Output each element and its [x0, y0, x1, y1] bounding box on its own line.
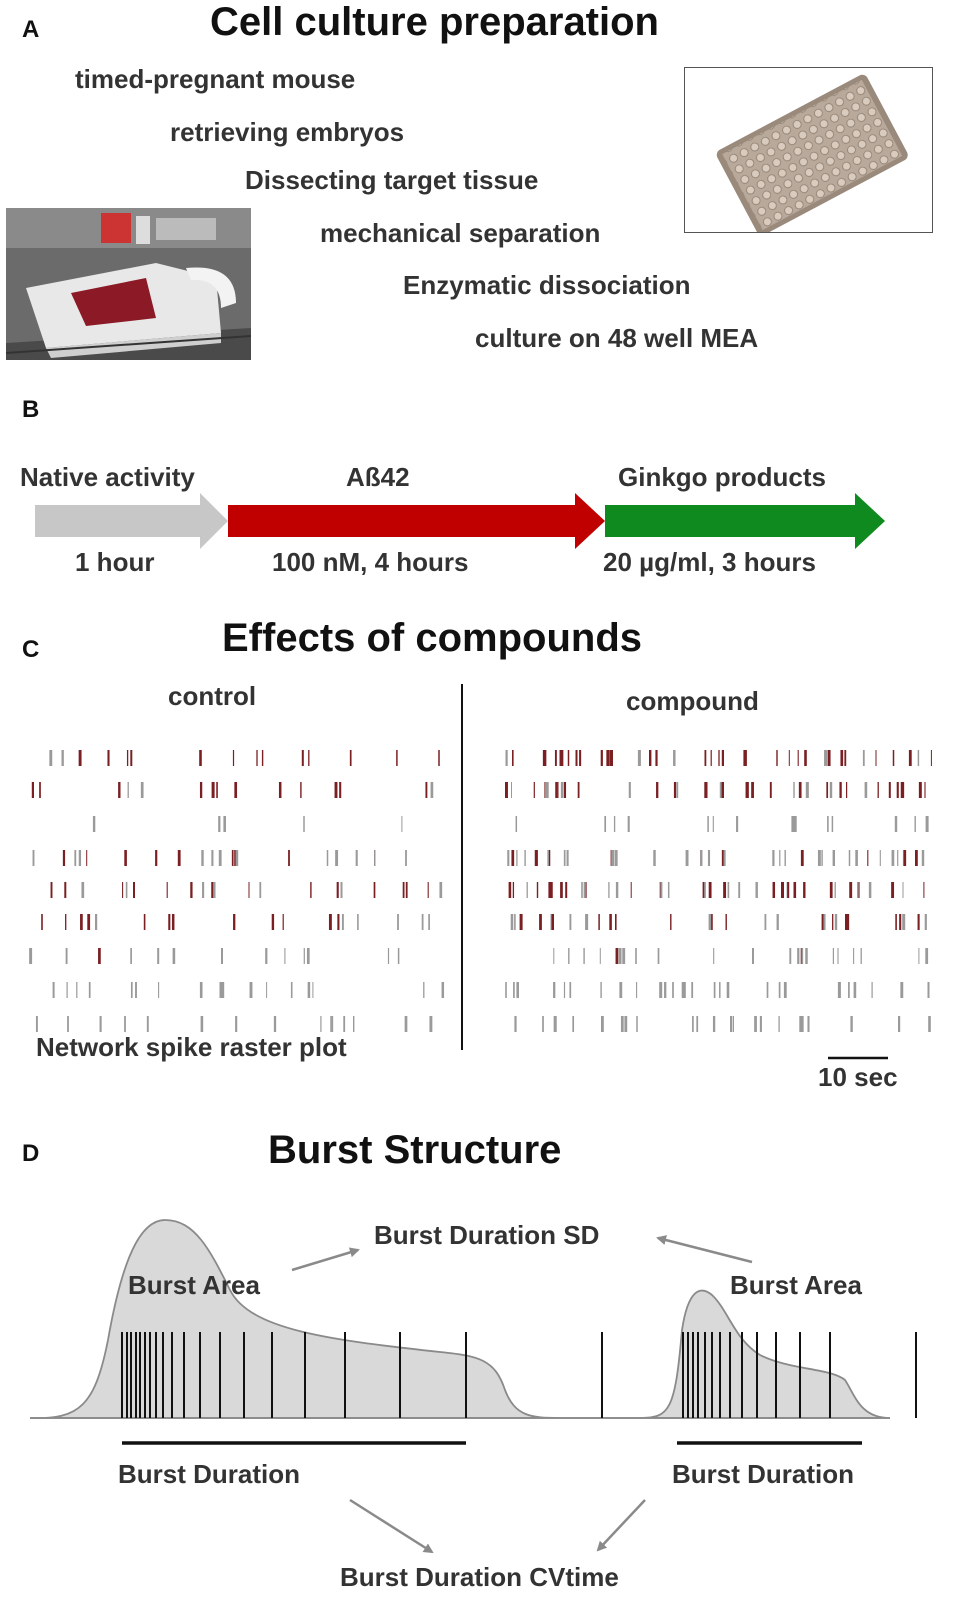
phase-abeta-duration: 100 nM, 4 hours: [272, 547, 469, 577]
panel-a-letter: A: [22, 16, 40, 43]
phase-ginkgo-label: Ginkgo products: [618, 462, 826, 492]
mea-plate-photo: [684, 67, 933, 233]
phase-abeta-label: Aß42: [346, 462, 410, 492]
burst-area-left-label: Burst Area: [128, 1270, 260, 1300]
arrow-area-right-to-sd: [656, 1235, 753, 1264]
burst-duration-right-label: Burst Duration: [672, 1459, 854, 1489]
step-dissecting-tissue: Dissecting target tissue: [245, 165, 539, 195]
burst-envelope-right: [639, 1289, 891, 1419]
scale-bar-label: 10 sec: [818, 1062, 898, 1092]
lab-hood-photo: [6, 208, 251, 360]
panel-c-title: Effects of compounds: [222, 616, 643, 660]
burst-spikes: [121, 1332, 917, 1418]
burst-duration-left-label: Burst Duration: [118, 1459, 300, 1489]
arrow-duration-right-to-cv: [596, 1499, 646, 1552]
panel-a-title: Cell culture preparation: [210, 0, 659, 44]
arrow-duration-left-to-cv: [349, 1498, 434, 1554]
burst-duration-cvtime-label: Burst Duration CVtime: [340, 1562, 619, 1592]
step-mechanical-separation: mechanical separation: [320, 218, 601, 248]
phase-native-duration: 1 hour: [75, 547, 155, 577]
phase-ginkgo-duration: 20 µg/ml, 3 hours: [603, 547, 816, 577]
panel-d-title: Burst Structure: [268, 1128, 562, 1172]
panel-d-letter: D: [22, 1140, 40, 1167]
native-activity-arrow: [35, 493, 228, 549]
step-retrieving-embryos: retrieving embryos: [170, 117, 405, 147]
step-timed-pregnant-mouse: timed-pregnant mouse: [75, 64, 356, 94]
burst-area-right-label: Burst Area: [730, 1270, 862, 1300]
compound-label: compound: [626, 686, 759, 716]
control-label: control: [168, 681, 257, 711]
abeta-arrow: [228, 493, 605, 549]
raster-caption: Network spike raster plot: [36, 1032, 351, 1063]
ginkgo-arrow: [605, 493, 885, 549]
burst-duration-sd-label: Burst Duration SD: [374, 1220, 600, 1250]
arrow-area-left-to-sd: [291, 1247, 360, 1272]
panel-b-letter: B: [22, 396, 40, 423]
step-enzymatic-dissociation: Enzymatic dissociation: [403, 270, 691, 300]
phase-native-label: Native activity: [20, 462, 195, 492]
panel-c-letter: C: [22, 636, 40, 663]
step-culture-mea: culture on 48 well MEA: [475, 323, 759, 353]
